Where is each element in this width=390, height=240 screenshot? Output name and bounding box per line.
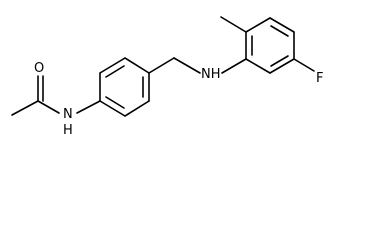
atom-label-o: O	[34, 61, 44, 76]
ring2-inner-double-2	[270, 25, 289, 37]
bond-amide-n-ring1	[76, 100, 101, 114]
ring1-bond-5	[124, 100, 150, 117]
ring2-inner-double-3	[270, 55, 289, 67]
ring1-bond-3	[124, 57, 150, 74]
atom-label-nh-amine: NH	[201, 67, 221, 82]
ring2-bond-6	[245, 58, 271, 74]
atom-label-h-amide: H	[63, 123, 73, 138]
bond-ch2-nh	[173, 57, 201, 74]
bond-carbonyl-amide-n	[37, 100, 60, 114]
chemical-structure-diagram: O N H NH F	[11, 16, 323, 138]
ring1-bond-6	[99, 100, 126, 117]
ring1-inner-double-3	[105, 96, 125, 109]
atom-label-n-amide: N	[63, 107, 73, 122]
bond-ring2-methyl	[220, 16, 247, 33]
bond-nh-ring2	[221, 58, 247, 74]
bond-ring1-ch2	[148, 57, 175, 74]
atom-label-f: F	[316, 71, 323, 86]
ring2-bond-2	[245, 17, 271, 33]
ring1-inner-double-1	[105, 65, 125, 78]
ring2-bond-3	[269, 17, 295, 33]
ring1-bond-2	[99, 57, 126, 74]
ring2-bond-5	[269, 58, 295, 74]
bond-ring2-fluorine	[293, 58, 315, 72]
bond-methyl-carbonyl	[11, 100, 39, 116]
